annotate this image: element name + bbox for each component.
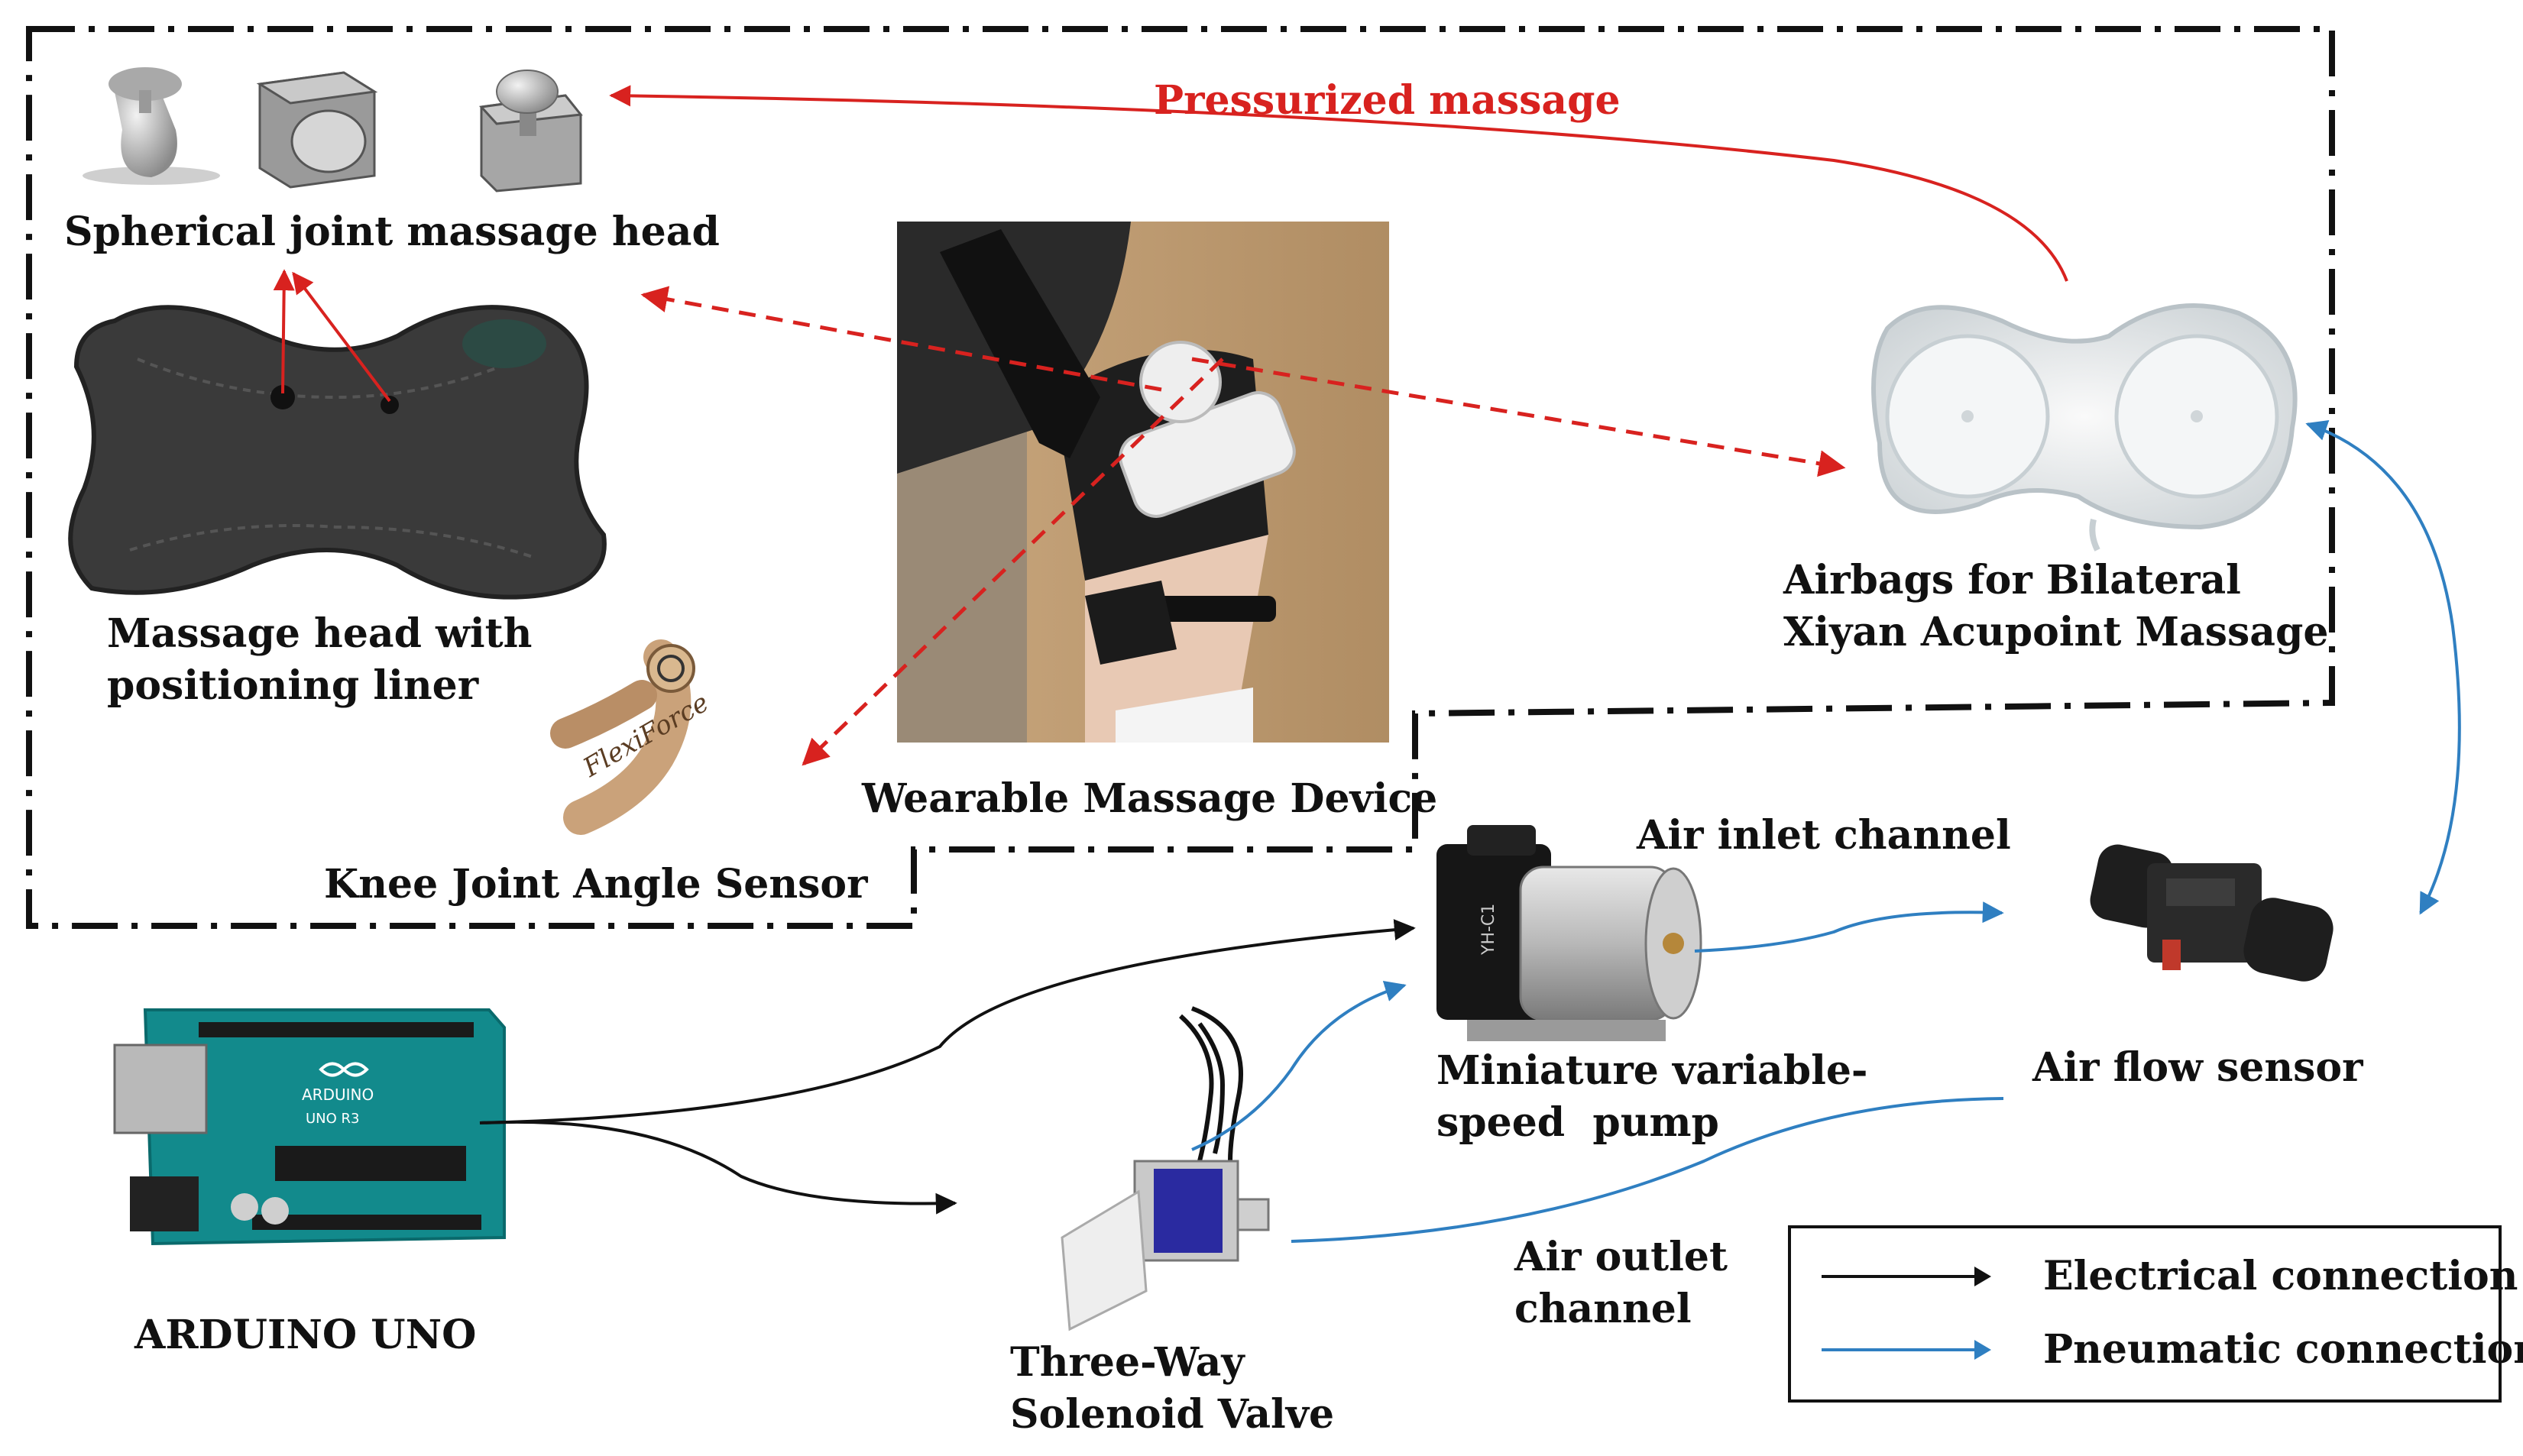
- valve-line-1: Three-Way: [1010, 1339, 1245, 1386]
- air-outlet-line-1: Air outlet: [1514, 1234, 1728, 1280]
- arduino-model-print: UNO R3: [306, 1111, 360, 1127]
- legend-electrical-line: [1822, 1275, 1982, 1278]
- legend-electrical-row: Electrical connection: [1822, 1250, 2518, 1303]
- pump-label: Miniature variable- speed pump: [1436, 1045, 1868, 1149]
- airbags-label: Airbags for Bilateral Xiyan Acupoint Mas…: [1783, 555, 2328, 658]
- flexiforce-sensor-image: FlexiForce: [550, 639, 714, 835]
- flow-sensor-label: Air flow sensor: [2032, 1044, 2363, 1091]
- massage-head-assembly-render: [478, 70, 583, 193]
- legend-pneumatic-arrowhead: [1974, 1340, 1991, 1360]
- arduino-board-image: ARDUINO UNO R3: [113, 1008, 506, 1246]
- airbags-line-1: Airbags for Bilateral: [1783, 557, 2241, 603]
- airbags-line-2: Xiyan Acupoint Massage: [1783, 609, 2329, 655]
- airbag-image: [1871, 303, 2298, 552]
- legend-pneumatic-label: Pneumatic connection: [2043, 1326, 2523, 1373]
- device-link-arrows: [640, 286, 1846, 766]
- positioning-liner-line-1: Massage head with: [107, 610, 533, 657]
- wearable-device-photo: [897, 222, 1389, 743]
- spherical-head-label: Spherical joint massage head: [64, 209, 720, 255]
- liner-pointer-arrows: [273, 269, 391, 403]
- legend-pneumatic-line: [1822, 1348, 1982, 1351]
- arduino-logo-print: ARDUINO: [302, 1086, 374, 1104]
- air-inlet-label: Air inlet channel: [1637, 812, 2011, 859]
- legend: Electrical connection Pneumatic connecti…: [1788, 1225, 2523, 1403]
- positioning-liner-image: [68, 305, 607, 600]
- solenoid-valve-image: [1061, 1006, 1270, 1331]
- positioning-liner-line-2: positioning liner: [107, 662, 479, 709]
- legend-electrical-label: Electrical connection: [2043, 1253, 2518, 1299]
- legend-electrical-arrowhead: [1974, 1267, 1991, 1286]
- pump-line-1: Miniature variable-: [1436, 1047, 1868, 1094]
- arduino-label: ARDUINO UNO: [134, 1312, 477, 1358]
- valve-label: Three-Way Solenoid Valve: [1010, 1337, 1334, 1441]
- massage-head-socket-render: [256, 71, 378, 189]
- air-outlet-line-2: channel: [1514, 1286, 1692, 1332]
- subsystem-boundary: [26, 26, 2335, 929]
- angle-sensor-label: Knee Joint Angle Sensor: [324, 861, 868, 908]
- air-outlet-label: Air outlet channel: [1514, 1231, 1728, 1335]
- pressurized-massage-arrow: [609, 85, 2068, 282]
- wearable-device-label: Wearable Massage Device: [862, 775, 1438, 822]
- electrical-connections: [479, 919, 1416, 1215]
- positioning-liner-label: Massage head with positioning liner: [107, 608, 532, 712]
- pump-image: YH-C1: [1436, 825, 1702, 1041]
- air-flow-sensor-image: [2090, 844, 2334, 982]
- pump-line-2: speed pump: [1436, 1099, 1719, 1146]
- massage-head-ball-render: [83, 67, 220, 185]
- pressurized-massage-label: Pressurized massage: [1154, 77, 1621, 124]
- legend-pneumatic-row: Pneumatic connection: [1822, 1323, 2523, 1377]
- valve-line-2: Solenoid Valve: [1010, 1391, 1335, 1438]
- pneumatic-connections: [1191, 419, 2461, 1243]
- pump-print: YH-C1: [1479, 904, 1498, 956]
